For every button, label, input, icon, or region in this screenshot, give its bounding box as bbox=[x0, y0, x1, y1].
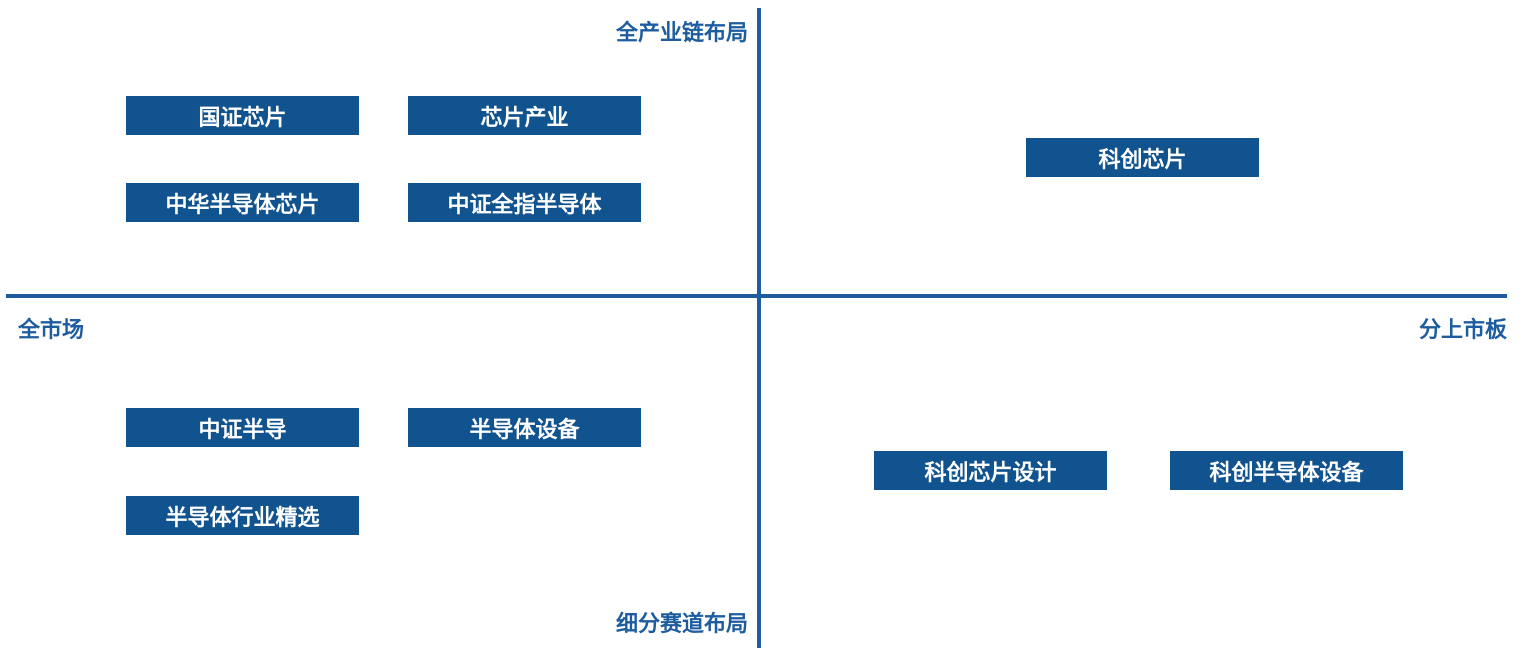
horizontal-axis-line bbox=[6, 294, 1507, 298]
index-box-china-semiconductor-chip: 中华半导体芯片 bbox=[123, 180, 362, 225]
index-box-semiconductor-equipment: 半导体设备 bbox=[405, 405, 644, 450]
index-box-star-chip: 科创芯片 bbox=[1023, 135, 1262, 180]
axis-label-top: 全产业链布局 bbox=[615, 20, 748, 45]
axis-label-right: 分上市板 bbox=[1418, 317, 1507, 342]
vertical-axis-line bbox=[757, 8, 761, 648]
index-box-csi-all-semiconductor: 中证全指半导体 bbox=[405, 180, 644, 225]
axis-label-bottom: 细分赛道布局 bbox=[615, 611, 748, 636]
index-box-semiconductor-select: 半导体行业精选 bbox=[123, 493, 362, 538]
index-box-csi-semiconductor: 中证半导 bbox=[123, 405, 362, 450]
index-box-star-semiconductor-equipment: 科创半导体设备 bbox=[1167, 448, 1406, 493]
index-box-guozheng-chip: 国证芯片 bbox=[123, 93, 362, 138]
axis-label-left: 全市场 bbox=[18, 317, 85, 342]
index-box-chip-industry: 芯片产业 bbox=[405, 93, 644, 138]
index-box-star-chip-design: 科创芯片设计 bbox=[871, 448, 1110, 493]
